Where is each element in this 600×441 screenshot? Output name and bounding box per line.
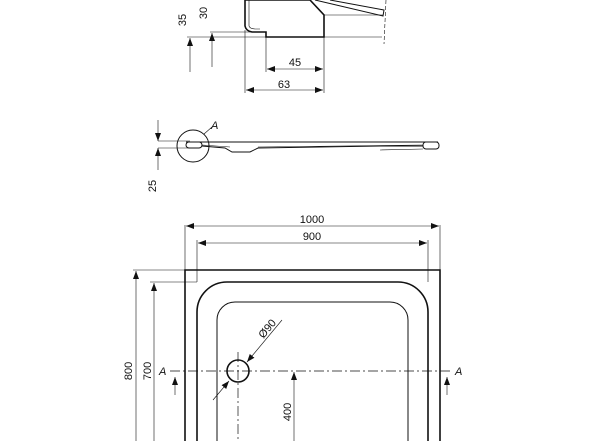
plan-view: 1000 900 800 700 400 Ø90 A A: [123, 214, 462, 441]
dim-900: 900: [303, 231, 321, 243]
section-view: A 25: [147, 120, 440, 192]
detail-label-a: A: [210, 120, 218, 132]
section-label-left: A: [158, 366, 166, 378]
dim-30: 30: [198, 7, 210, 19]
edge-detail: 35 30 45 63: [177, 0, 387, 93]
hatched-rim-left: [185, 141, 203, 149]
dim-45: 45: [289, 57, 301, 69]
dim-25: 25: [147, 180, 159, 192]
detail-circle: [176, 129, 210, 163]
dim-400: 400: [282, 403, 294, 421]
inner-basin: [196, 281, 429, 441]
dim-63: 63: [278, 79, 290, 91]
dim-1000: 1000: [300, 214, 324, 226]
dim-700: 700: [142, 362, 154, 380]
hatched-rim-right: [422, 141, 440, 150]
hatched-edge-profile: [244, 0, 325, 38]
dim-800: 800: [123, 362, 135, 380]
drain-diameter: Ø90: [256, 317, 279, 341]
dim-35: 35: [177, 14, 189, 26]
sloped-surface: [314, 0, 385, 17]
basin-floor: [216, 301, 409, 441]
section-label-right: A: [454, 366, 462, 378]
outer-rim: [184, 269, 441, 441]
